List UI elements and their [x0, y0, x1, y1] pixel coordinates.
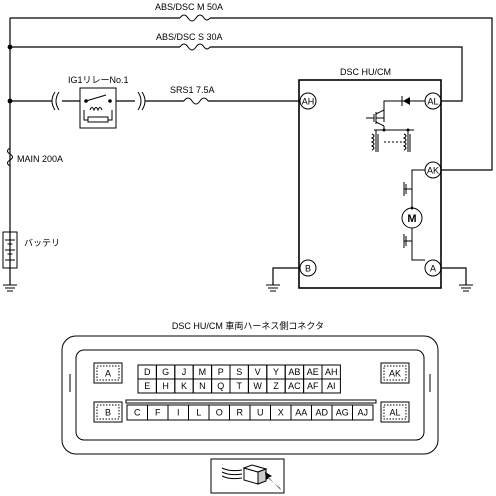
connector-cell: O	[216, 408, 223, 418]
internal-circuit: M	[366, 96, 425, 261]
connector-pin-a: A	[93, 362, 123, 384]
connector-face	[61, 335, 439, 455]
connector-cell: T	[236, 381, 242, 391]
connector-cell: E	[144, 381, 150, 391]
svg-text:M: M	[407, 213, 416, 225]
fuse-label-srs1: SRS1 7.5A	[170, 85, 215, 95]
connector-cell: S	[236, 367, 242, 377]
ig1-relay-icon	[79, 87, 117, 129]
pin-ak-label: AK	[427, 166, 439, 176]
fuse-main-icon	[7, 147, 13, 167]
connector-pin-al: AL	[380, 401, 410, 423]
fuse-abs-dsc-s-icon	[179, 43, 211, 51]
connector-cell: AJ	[357, 408, 368, 418]
connector-cell: AI	[327, 381, 336, 391]
connector-title: DSC HU/CM 車両ハーネス側コネクタ	[172, 320, 324, 331]
module-label: DSC HU/CM	[340, 67, 391, 77]
battery-label: バッテリ	[24, 238, 60, 248]
junction-dot	[7, 44, 13, 50]
ground-b-icon	[266, 267, 300, 292]
connector-cell: AD	[315, 408, 328, 418]
wires	[9, 17, 493, 232]
connector-cell-box	[321, 378, 341, 394]
pin-al-label: AL	[427, 97, 438, 107]
connector-cell: Z	[273, 381, 279, 391]
connector-cell: J	[182, 367, 187, 377]
connector-pin-b-label: B	[105, 408, 111, 418]
connector-cell: AH	[325, 367, 338, 377]
connector-pin-ak: AK	[380, 362, 410, 384]
ground-a-icon	[441, 267, 473, 292]
connector-cell: Q	[217, 381, 224, 391]
connector-cell: P	[218, 367, 224, 377]
connector-cell: V	[255, 367, 261, 377]
fuse-label-abs-dsc-s: ABS/DSC S 30A	[156, 32, 223, 42]
connector-pin-a-label: A	[105, 369, 111, 379]
relay-label: IG1リレーNo.1	[68, 75, 129, 85]
connector-cell: H	[162, 381, 169, 391]
connector-cell-grid: D G J M P S V Y AB AE AH E H K N Q T W Z AC AF AI C F I L O R U X AA AD…	[126, 364, 374, 421]
connector-cell: D	[144, 367, 151, 377]
connector-cell: G	[162, 367, 169, 377]
connector-pin-b: B	[93, 401, 123, 423]
connector-cell: M	[199, 367, 207, 377]
connector-cell: R	[237, 408, 244, 418]
connector-cell: Y	[273, 367, 279, 377]
connector-cell: L	[196, 408, 201, 418]
plug-view-icon	[210, 458, 285, 494]
connector-cell: K	[181, 381, 187, 391]
connector-cell: AA	[295, 408, 307, 418]
connector-cell-box	[352, 404, 374, 421]
fuse-label-main: MAIN 200A	[17, 154, 63, 164]
connector-cell: C	[134, 408, 141, 418]
connector-pin-ak-label: AK	[389, 369, 401, 379]
connector-cell: F	[155, 408, 161, 418]
pin-ah-label: AH	[302, 97, 315, 107]
connector-cell: N	[199, 381, 206, 391]
connector-cell: W	[253, 381, 262, 391]
dsc-module-box	[298, 79, 442, 289]
wire-break-right-icon	[137, 91, 146, 111]
junction-dot	[7, 98, 13, 104]
connector-cell: X	[278, 408, 284, 418]
fuse-label-abs-dsc-m: ABS/DSC M 50A	[155, 2, 223, 12]
pin-a-label: A	[430, 264, 436, 274]
connector-cell: U	[257, 408, 264, 418]
wire-break-left-icon	[51, 91, 60, 111]
connector-cell: AG	[336, 408, 349, 418]
connector-cell: AF	[307, 381, 319, 391]
connector-cell: I	[177, 408, 180, 418]
connector-cell: AB	[288, 367, 300, 377]
connector-pin-al-label: AL	[389, 408, 400, 418]
fuse-abs-dsc-m-icon	[179, 14, 211, 22]
connector-cell: AC	[288, 381, 301, 391]
connector-cell: AE	[307, 367, 319, 377]
battery-icon	[2, 231, 18, 292]
pin-ah: AH	[299, 92, 317, 110]
pin-b-label: B	[305, 264, 311, 274]
fuse-srs1-icon	[183, 97, 209, 105]
